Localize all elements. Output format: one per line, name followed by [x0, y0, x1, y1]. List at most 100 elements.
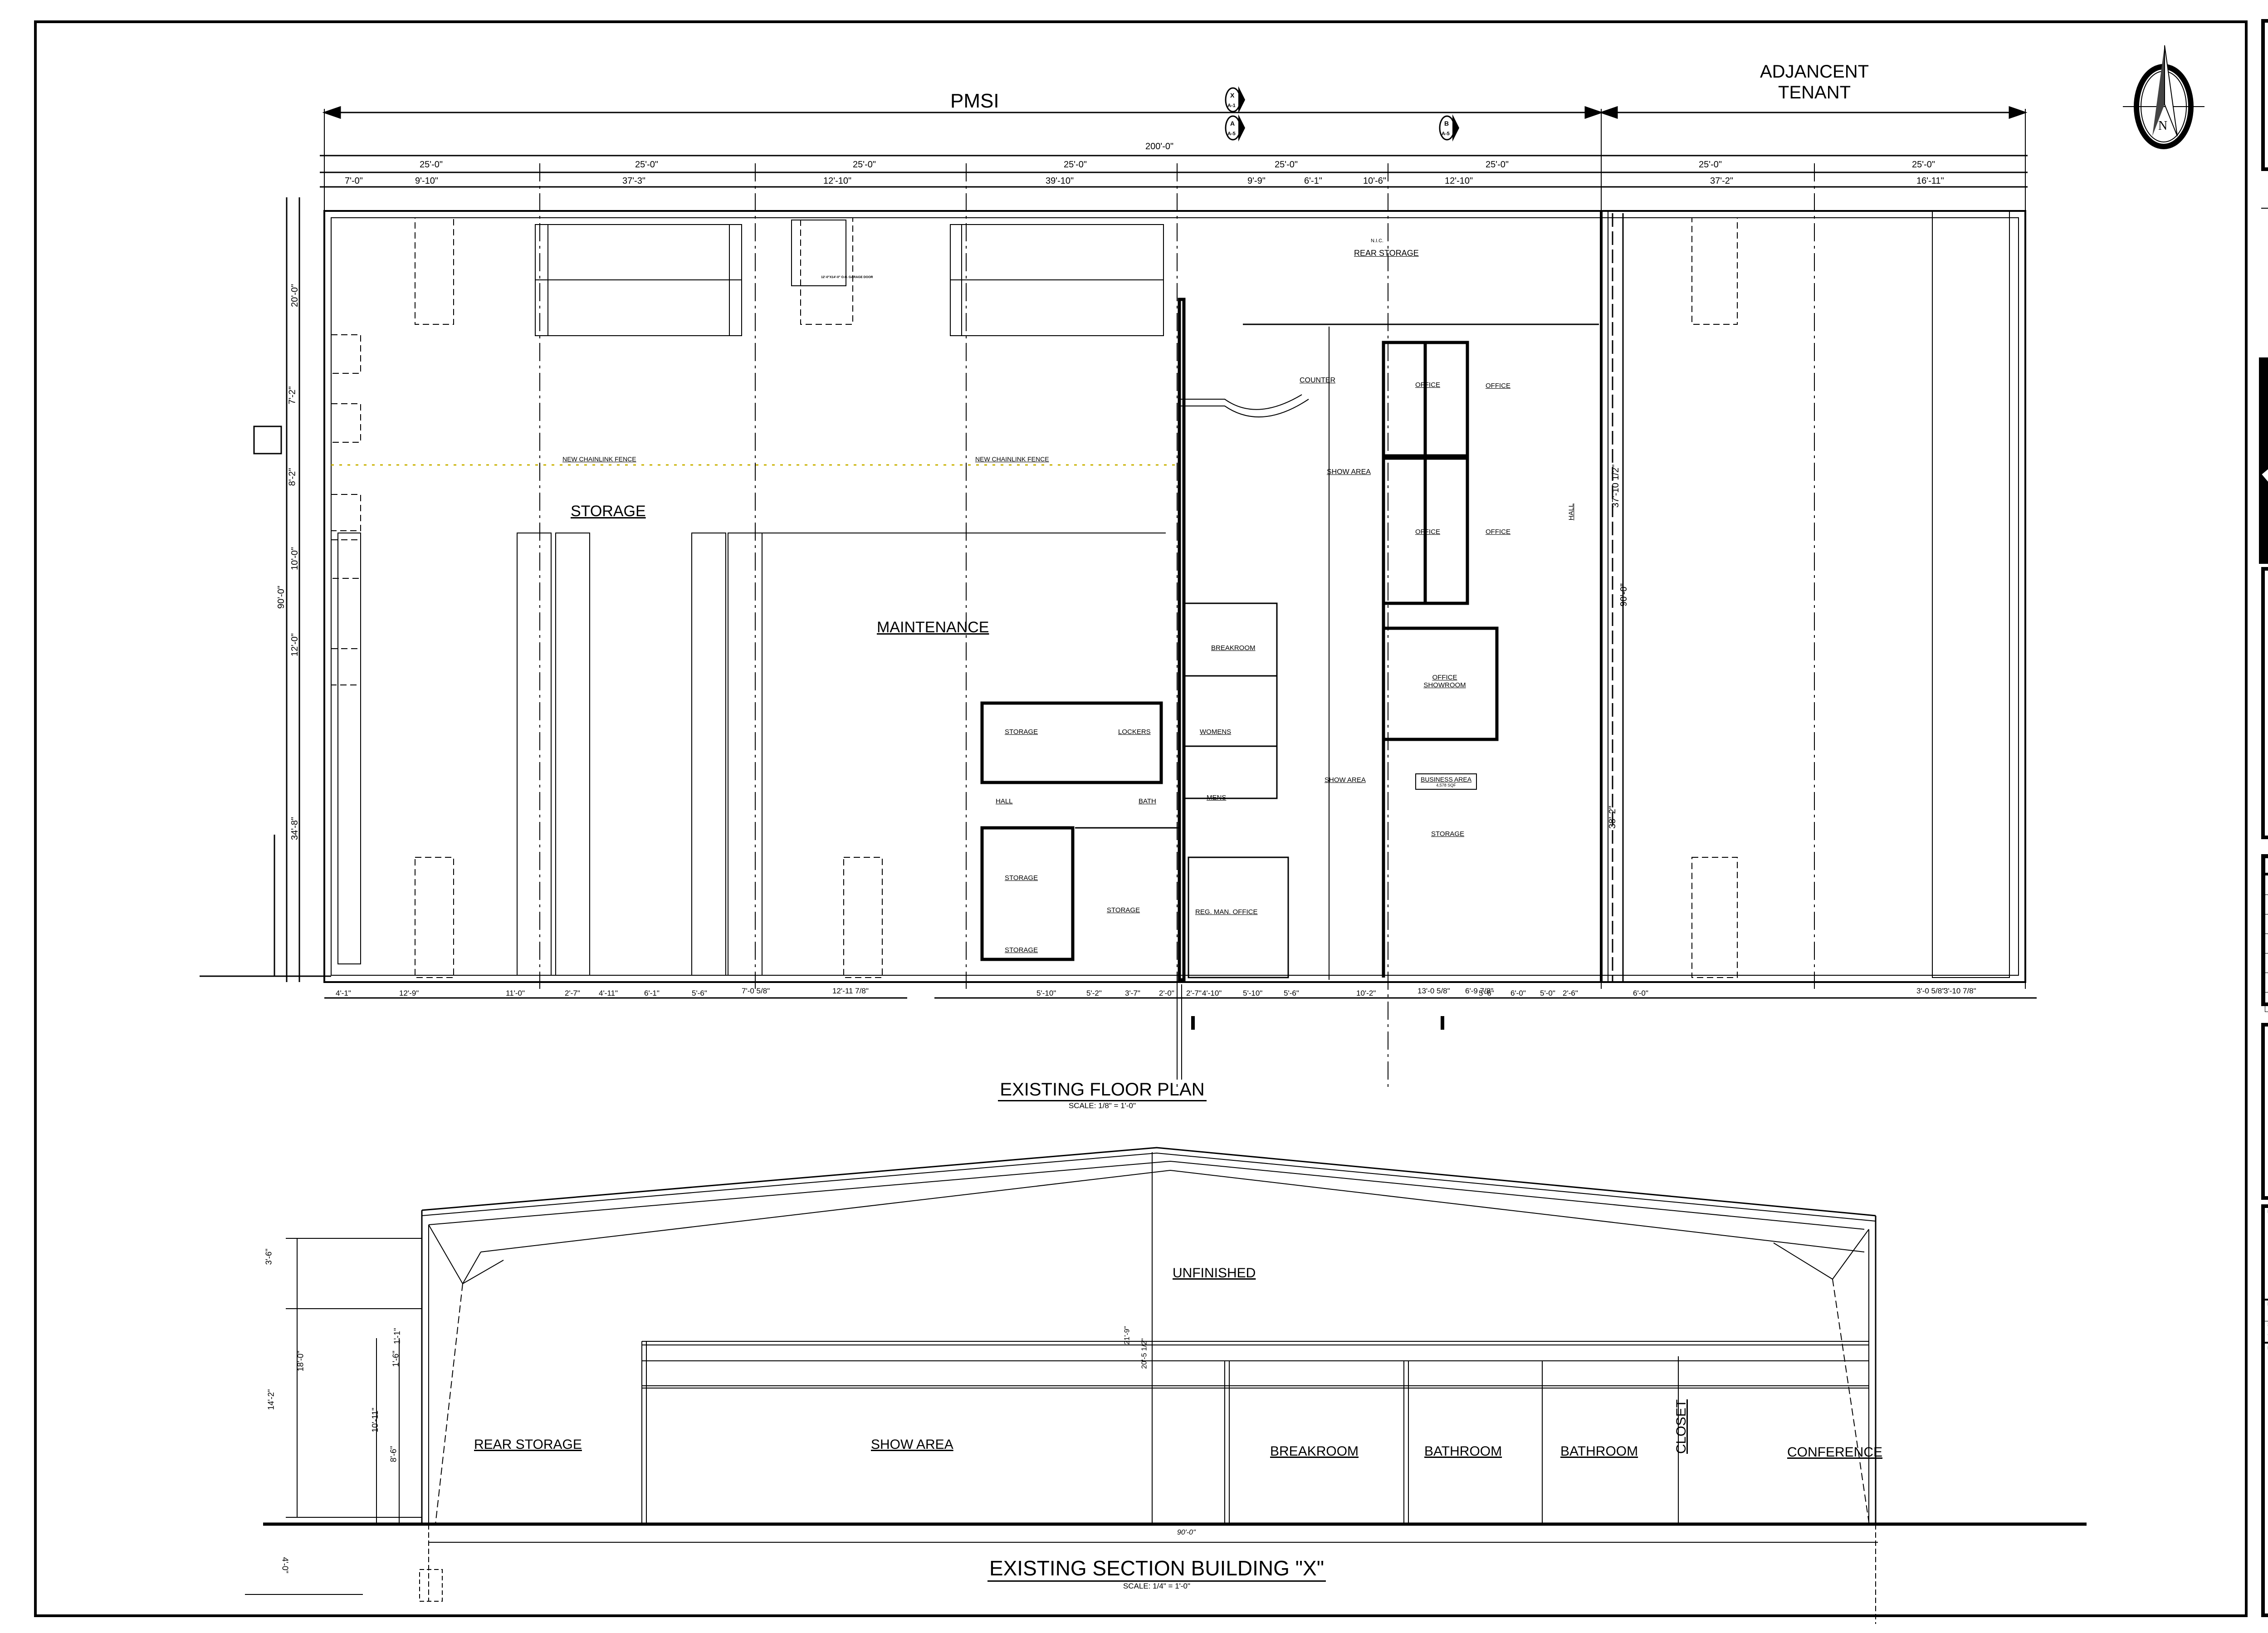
bottom-dim: 5'-6": [1284, 989, 1299, 997]
section-label-breakroom: BREAKROOM: [1270, 1444, 1359, 1459]
left-dim: 12'-0": [289, 633, 300, 656]
detail-dim: 16'-11": [1916, 176, 1944, 186]
project-line: MAINTENANCE: [2265, 76, 2268, 97]
revision-row: [2265, 953, 2268, 973]
bottom-dim: 6'-0": [1510, 989, 1526, 997]
section-dim: 21'-9": [1123, 1326, 1131, 1345]
drawing-number: A-1: [2265, 1344, 2268, 1457]
left-dim: 20'-0": [289, 284, 300, 307]
revision-header-no: NO.: [2265, 858, 2268, 875]
bottom-dim: 12'-11 7/8": [832, 987, 869, 995]
section-label-show-area: SHOW AREA: [871, 1437, 953, 1452]
section-marker-x-bottom: A-1: [1227, 103, 1236, 108]
bottom-dim: 12'-9": [399, 989, 419, 997]
project-name-box: PROJECT NAME: ALTERATION TO: PMSI - PAVI…: [2261, 19, 2268, 171]
section-dim: 3'-6": [264, 1248, 274, 1265]
scale-cell: SCALE: AS NOTED: [2265, 1321, 2268, 1342]
section-title: EXISTING SECTION BUILDING "X": [987, 1556, 1326, 1582]
revision-table-box: NO. DATE: REVISION:: [2261, 854, 2268, 1012]
nic-note: N.I.C.: [1371, 238, 1384, 244]
section-dim: 10'-11": [370, 1408, 380, 1433]
room-label-office: OFFICE: [1415, 528, 1440, 536]
bottom-dim: 2'-6": [1563, 989, 1578, 997]
bottom-dim: 6'-1": [644, 989, 660, 997]
business-area-tag: BUSINESS AREA 4,578 SQF: [1415, 773, 1477, 790]
room-label-office: OFFICE: [1486, 382, 1510, 390]
detail-dim: 10'-6": [1363, 176, 1386, 186]
bay-dim: 25'-0": [1699, 160, 1722, 170]
section-label-conference: CONFERENCE: [1787, 1445, 1883, 1460]
drawing-name: EXISTING FLOOR PLAN & SECTION "X": [2265, 1208, 2268, 1303]
sheet-border: [34, 20, 2248, 1617]
bay-dim: 25'-0": [1912, 160, 1935, 170]
detail-dim: 7'-0": [345, 176, 363, 186]
overall-dimension: 200'-0": [1145, 142, 1174, 152]
project-line: SUPPLY INC.: [2265, 97, 2268, 118]
room-label-womens: WOMENS: [1200, 728, 1232, 736]
blank-panel: [2261, 1023, 2268, 1200]
revision-table: NO. DATE: REVISION:: [2265, 858, 2268, 1012]
bottom-dim: 5'-10": [1243, 989, 1263, 997]
drawing-name-cell: DRAWING NAME: EXISTING FLOOR PLAN & SECT…: [2265, 1208, 2268, 1301]
floor-plan-scale: SCALE: 1/8" = 1'-0": [1068, 1101, 1136, 1110]
room-label-bath: BATH: [1139, 797, 1156, 805]
section-marker-x-top: X: [1230, 92, 1235, 99]
section-label-rear-storage: REAR STORAGE: [474, 1437, 582, 1452]
project-number-cell: PROJECT NUMBER: 15-23: [2265, 1301, 2268, 1321]
fence-label: NEW CHAINLINK FENCE: [975, 455, 1049, 463]
bottom-dim: 6'-0": [1633, 989, 1648, 997]
firm-contact: 18 DARBY STREET, WORCESTER MA 01605 TEL:…: [2261, 332, 2268, 347]
left-dim: 8'-2": [287, 468, 298, 486]
room-label-reg-man-office: REG. MAN. OFFICE: [1195, 908, 1258, 916]
room-label-counter: COUNTER: [1300, 376, 1336, 384]
detail-dim: 12'-10": [823, 176, 852, 186]
room-label-storage: STORAGE: [1107, 906, 1140, 914]
revision-row: [2265, 973, 2268, 993]
bay-dim: 25'-0": [420, 160, 443, 170]
drawing-info-box: DRAWING NAME: EXISTING FLOOR PLAN & SECT…: [2261, 1204, 2268, 1617]
section-label-bathroom: BATHROOM: [1560, 1444, 1638, 1459]
revision-row: [2265, 895, 2268, 914]
section-dim: 8'-6": [389, 1446, 398, 1462]
bay-dim: 25'-0": [1486, 160, 1509, 170]
bottom-dim: 3'-10 7/8": [1944, 987, 1976, 995]
detail-dim: 12'-10": [1445, 176, 1473, 186]
blank-panel: [2261, 567, 2268, 839]
detail-dim: 37'-3": [622, 176, 645, 186]
bay-dim: 25'-0": [853, 160, 876, 170]
revision-row: [2265, 992, 2268, 1012]
room-label-office: OFFICE: [1415, 381, 1440, 389]
bottom-dim: 10'-2": [1356, 989, 1376, 997]
bottom-dim: 3'-7": [1125, 989, 1140, 997]
tenant-label-pmsi: PMSI: [950, 90, 999, 112]
room-label-storage: STORAGE: [1431, 830, 1465, 838]
project-address: 259 SW CUTOFF: [2265, 122, 2268, 136]
bottom-dim: 11'-0": [506, 989, 525, 997]
left-dim: 10'-0": [289, 547, 300, 570]
firm-subtitle: DESIGN CONSULTANTS: [2261, 209, 2268, 224]
garage-door-label: 12'-0"X14'-0" O.H. GARAGE DOOR: [821, 276, 873, 279]
floor-plan-title: EXISTING FLOOR PLAN: [998, 1080, 1207, 1101]
room-label-storage: STORAGE: [571, 503, 646, 520]
firm-name: ACROPOLIS: [2261, 181, 2268, 209]
room-label-mens: MENS: [1207, 794, 1227, 802]
bottom-dim: 5'-0": [1540, 989, 1555, 997]
bottom-dim: 4'-11": [599, 989, 618, 997]
room-label-show-area: SHOW AREA: [1327, 468, 1371, 476]
section-dim: 20'-5 1/2": [1140, 1338, 1149, 1369]
section-span-dim: 90'-0": [1177, 1529, 1196, 1536]
section-label-closet: CLOSET: [1674, 1399, 1689, 1454]
room-label-rear-storage: REAR STORAGE: [1354, 249, 1419, 258]
detail-dim: 9'-9": [1247, 176, 1266, 186]
north-arrow-icon: [2123, 45, 2204, 149]
room-label-hall: HALL: [996, 797, 1013, 805]
bottom-dim: 2'-7": [1186, 989, 1202, 997]
room-label-storage: STORAGE: [1005, 946, 1038, 954]
section-marker-b-bottom: A-5: [1442, 131, 1450, 137]
floor-plan-title-block: EXISTING FLOOR PLAN SCALE: 1/8" = 1'-0": [966, 1080, 1238, 1110]
section-marker-a-top: A: [1230, 120, 1235, 127]
room-label-lockers: LOCKERS: [1118, 728, 1151, 736]
right-dim: 90'-0": [1618, 583, 1629, 606]
project-line: PMSI - PAVING: [2265, 54, 2268, 76]
